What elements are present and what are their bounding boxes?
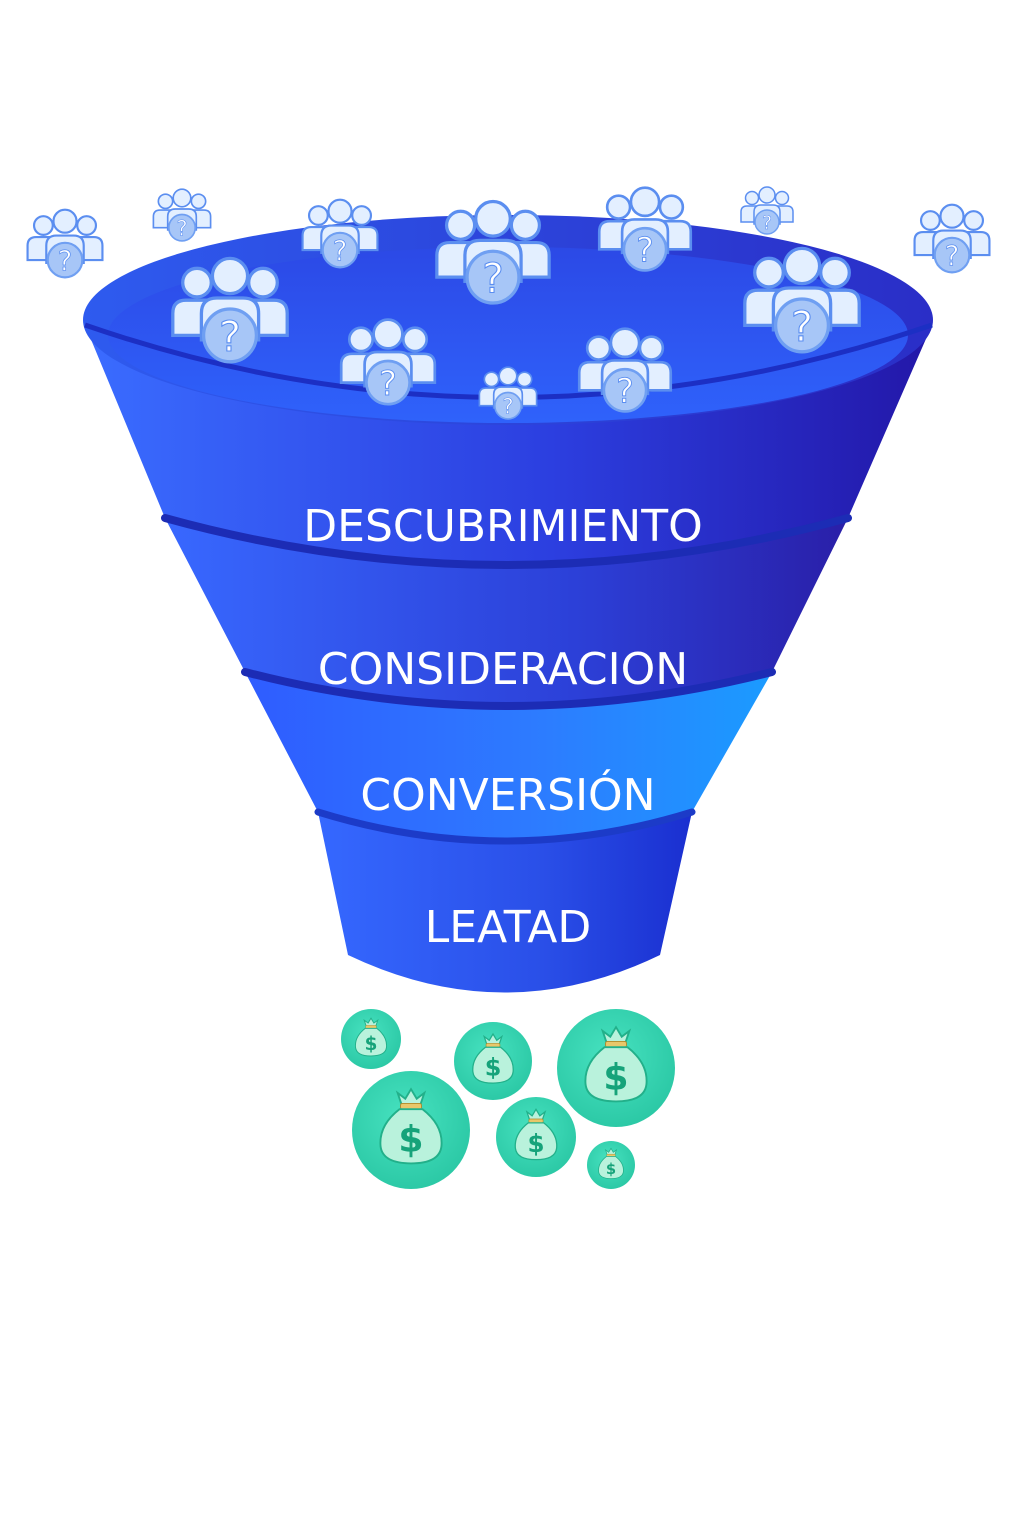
funnel-stage-leatad bbox=[318, 812, 692, 993]
stage-label-conversion: CONVERSIÓN bbox=[360, 768, 655, 821]
money-bag-icon bbox=[341, 1009, 401, 1069]
people-question-icon bbox=[740, 186, 794, 235]
people-question-icon bbox=[913, 203, 991, 274]
money-bag-icon bbox=[454, 1022, 532, 1100]
money-bag-icon bbox=[496, 1097, 576, 1177]
money-bag-icon bbox=[587, 1141, 635, 1189]
money-bag-icon bbox=[352, 1071, 470, 1189]
stage-label-descubrimiento: DESCUBRIMIENTO bbox=[303, 501, 702, 552]
stage-label-consideracion: CONSIDERACION bbox=[318, 644, 688, 695]
people-question-icon bbox=[152, 188, 212, 242]
stage-label-leatad: LEATAD bbox=[425, 902, 591, 953]
funnel-divider bbox=[314, 808, 696, 845]
funnel-divider bbox=[161, 514, 852, 569]
funnel-divider bbox=[241, 668, 776, 710]
funnel-stage-consideracion bbox=[165, 518, 848, 706]
money-bag-icon bbox=[557, 1009, 675, 1127]
funnel-stage-conversion bbox=[245, 672, 772, 841]
people-question-icon bbox=[26, 208, 104, 279]
revenue-icons bbox=[341, 1009, 675, 1189]
funnel bbox=[83, 215, 933, 993]
